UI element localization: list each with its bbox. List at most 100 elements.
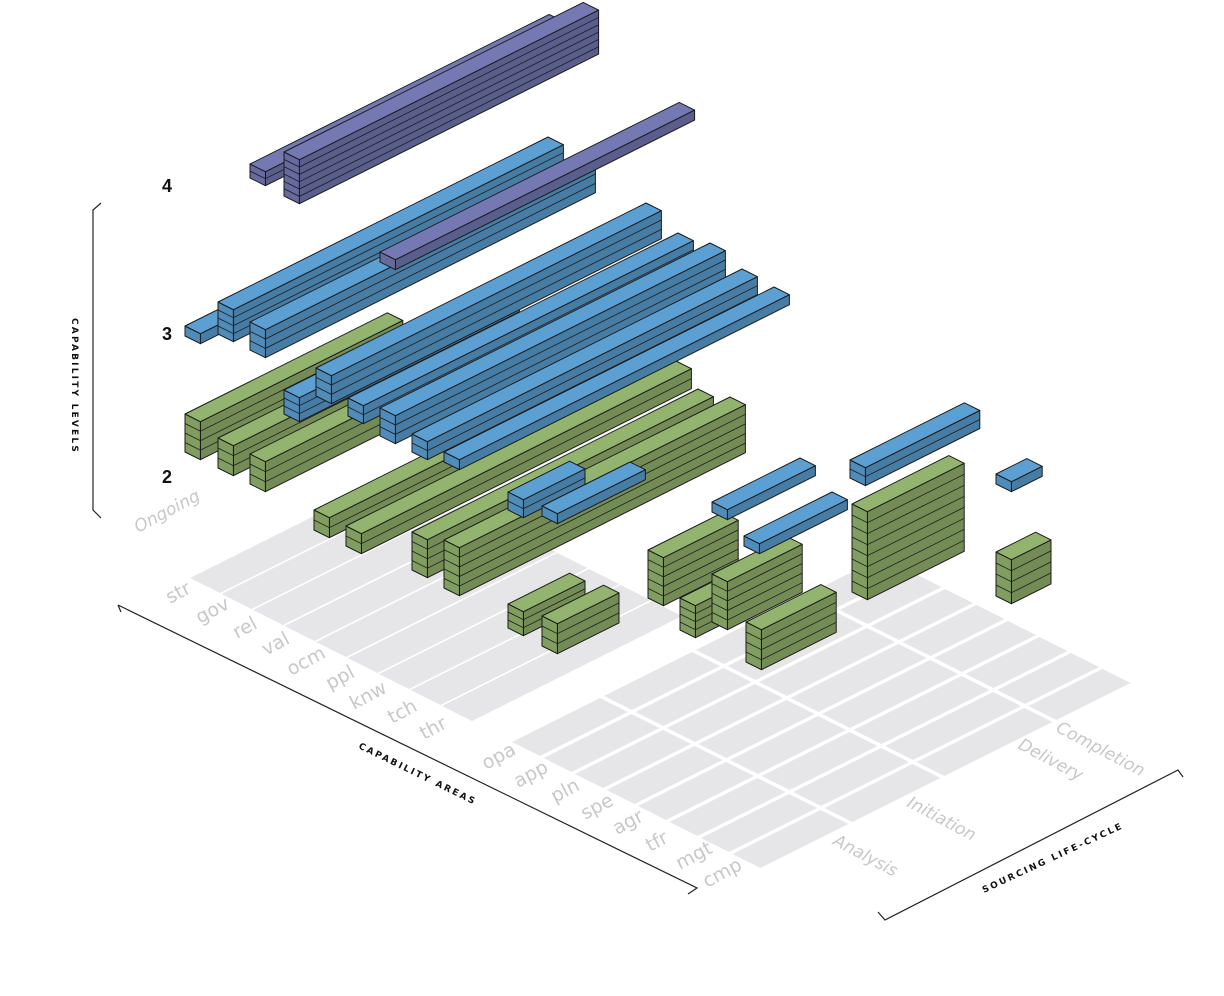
level2-block-opa: [507, 572, 586, 637]
level2-block-agr-end: [711, 573, 728, 631]
area-label-val: val: [258, 628, 293, 661]
area-label-tch: tch: [384, 695, 421, 728]
level3-block-initiation: [849, 402, 981, 487]
level2-block-pln-layer-line: [647, 529, 739, 568]
level2-block-tfr-top: [745, 584, 837, 631]
level2-block-completion-layer-line: [995, 550, 1052, 572]
level4-block-gov-layer-line: [283, 39, 599, 190]
level3-block-knw-top: [379, 242, 726, 417]
lifecycle-floor-cell: [698, 700, 815, 758]
lifecycle-floor-cell: [1028, 669, 1131, 720]
lifecycle-floor-cell: [759, 628, 895, 696]
level4-block-gov-layer-line: [283, 31, 599, 183]
level4-block-gov-top: [283, 1, 600, 161]
level3-block-tch-top: [411, 268, 758, 443]
level2-block-initiation: [851, 455, 965, 601]
level4-block-gov-layer-line: [283, 17, 599, 168]
level2-block-initiation-layer-line: [851, 539, 965, 590]
level3-block-gov-layer-line: [217, 152, 564, 319]
level3-block-pln: [711, 457, 816, 521]
level2-block-agr-layer-line: [711, 563, 803, 602]
level3-block-ocm-layer-line: [315, 229, 662, 395]
lifecycle-floor-cell: [916, 708, 1053, 776]
sourcing-lifecycle-title: SOURCING LIFE-CYCLE: [981, 821, 1125, 895]
level2-block-ongoing-g-layer-line: [443, 433, 746, 577]
lifecycle-floor-cell: [965, 637, 1068, 688]
level4-block-gov-layer-line: [283, 24, 599, 175]
level2-block-agr: [711, 536, 803, 631]
phase-label-initiation: Initiation: [904, 793, 980, 846]
level2-block-ongoing-a-top: [184, 312, 404, 423]
level3-block-tch: [411, 268, 758, 461]
lifecycle-floor-cell: [885, 692, 1021, 760]
level2-block-pln: [647, 512, 739, 607]
level3-block-knw-layer-line: [379, 259, 726, 426]
level3-block-rel-layer-line: [249, 183, 596, 349]
level4-block-val-side: [394, 109, 696, 271]
level2-block-completion-top: [995, 531, 1052, 561]
level2-block-completion-layer-line: [995, 561, 1052, 583]
phase-label-analysis: Analysis: [829, 830, 901, 881]
level2-block-tfr-layer-line: [745, 621, 837, 661]
level2-block-initiation-layer-line: [851, 506, 965, 557]
area-label-thr: thr: [416, 712, 451, 744]
level4-block-gov-layer-line: [283, 46, 599, 197]
level3-block-opa: [507, 460, 586, 519]
level2-block-initiation-layer-line: [851, 495, 965, 546]
level2-block-tfr-layer-line: [745, 601, 837, 641]
area-label-opa: opa: [478, 738, 520, 774]
level3-block-ppl-layer-line: [347, 249, 694, 416]
lifecycle-floor-cell: [669, 778, 786, 836]
lifecycle-floor-cell: [934, 621, 1036, 672]
level2-block-app-layer-line: [541, 602, 620, 635]
level3-block-app: [541, 461, 646, 525]
level2-block-tfr: [745, 584, 837, 671]
level4-block-gov: [283, 1, 600, 205]
level3-block-spe-top: [743, 491, 848, 545]
lifecycle-floor-cell: [790, 644, 927, 712]
lifecycle-floor-cell: [604, 652, 720, 710]
level2-block-ongoing-e-layer-line: [345, 378, 692, 545]
level3-block-opa-top: [507, 460, 586, 501]
lifecycle-floor-cell: [512, 698, 628, 756]
level2-block-initiation-top: [851, 455, 965, 513]
level3-block-knw-layer-line: [379, 269, 726, 435]
lifecycle-floor-cell: [839, 573, 942, 624]
area-label-pln: pln: [547, 774, 583, 807]
level2-block-agr-layer-line: [711, 582, 803, 621]
level2-block-ongoing-g-layer-line: [443, 442, 746, 587]
level3-block-spe: [743, 491, 848, 555]
lifecycle-floor-cell: [606, 746, 723, 804]
level2-block-pln-layer-line: [647, 539, 739, 578]
level2-block-app-top: [541, 584, 620, 625]
level3-block-initiation-top: [849, 402, 981, 469]
lifecycle-floor-cell: [997, 653, 1099, 704]
level4-block-val-top: [379, 101, 696, 261]
lifecycle-floor-cell: [761, 732, 878, 790]
ongoing-floor-row: [442, 601, 682, 721]
level3-block-ocm-top: [315, 202, 662, 377]
area-label-ppl: ppl: [322, 661, 358, 694]
ongoing-label: Ongoing: [131, 486, 204, 537]
level2-block-app-layer-line: [541, 612, 620, 645]
area-label-str: str: [162, 577, 195, 608]
level3-block-ppl-top: [347, 232, 694, 407]
lifecycle-floor-cell: [824, 764, 941, 822]
level2-block-ongoing-g-end: [443, 539, 460, 597]
level3-block-completion: [995, 458, 1043, 493]
level-3-label: 3: [162, 324, 172, 344]
level2-block-initiation-layer-line: [851, 517, 965, 568]
level3-block-initiation-layer-line: [849, 419, 980, 478]
level2-block-ongoing-g-layer-line: [443, 413, 746, 558]
area-label-agr: agr: [609, 805, 647, 839]
level-2-label: 2: [162, 467, 172, 487]
level2-block-completion-layer-line: [995, 572, 1052, 594]
capability-levels-bracket: [92, 202, 102, 519]
level2-block-completion: [995, 531, 1052, 605]
level3-block-gov-top: [217, 136, 564, 311]
level2-block-initiation-layer-line: [851, 473, 965, 524]
level3-block-rel-layer-line: [249, 173, 596, 340]
level3-block-completion-top: [995, 458, 1043, 483]
lifecycle-floor-cell: [575, 730, 691, 788]
